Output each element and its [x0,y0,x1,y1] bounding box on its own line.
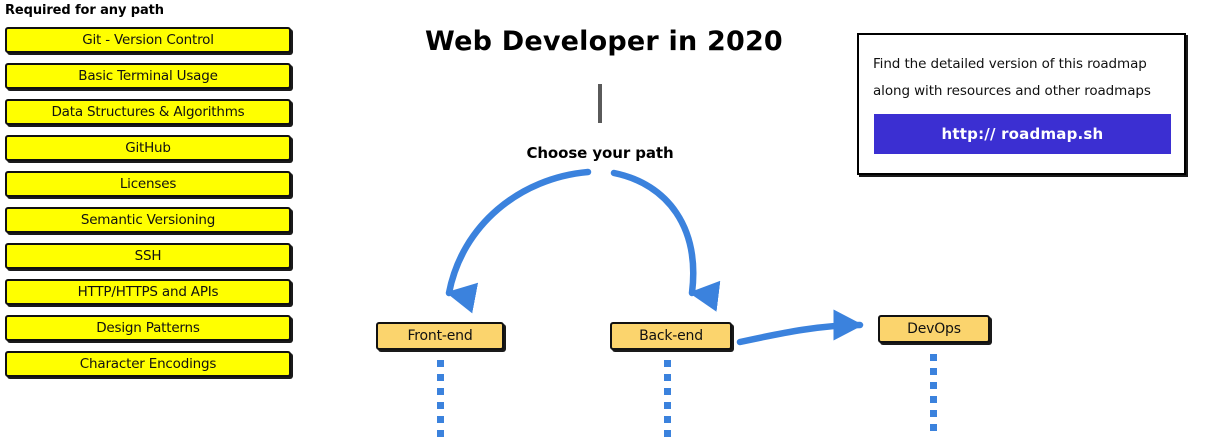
trail-dot [664,416,671,423]
required-item-label: Git - Version Control [82,32,214,48]
required-item-git[interactable]: Git - Version Control [5,27,291,53]
title-stem-connector [598,84,602,123]
trail-dot [930,368,937,375]
required-item-basic-terminal-usage[interactable]: Basic Terminal Usage [5,63,291,89]
trail-dot [437,360,444,367]
dotted-trail-back-end [664,360,671,444]
info-card-line-2: along with resources and other roadmaps [873,83,1151,99]
detailed-version-info-card: Find the detailed version of this roadma… [857,33,1186,175]
dotted-trail-devops [930,354,937,438]
trail-dot [930,410,937,417]
roadmap-sh-link-label: http:// roadmap.sh [941,125,1104,143]
required-item-semantic-versioning[interactable]: Semantic Versioning [5,207,291,233]
trail-dot [930,396,937,403]
path-box-label: DevOps [907,321,961,337]
path-box-front-end[interactable]: Front-end [376,322,504,350]
required-item-label: Semantic Versioning [80,212,216,228]
trail-dot [930,382,937,389]
path-box-devops[interactable]: DevOps [878,315,990,343]
roadmap-sh-link-button[interactable]: http:// roadmap.sh [874,114,1171,154]
required-item-label: SSH [134,248,162,264]
arrow-to-backend [610,169,721,312]
required-item-http-https-apis[interactable]: HTTP/HTTPS and APIs [5,279,291,305]
dotted-trail-front-end [437,360,444,444]
trail-dot [930,354,937,361]
arrow-backend-to-devops [736,309,864,346]
required-item-label: HTTP/HTTPS and APIs [77,284,219,300]
required-for-any-path-section: Required for any path Git - Version Cont… [5,0,291,387]
choose-your-path-label: Choose your path [526,144,674,162]
required-item-label: Basic Terminal Usage [78,68,218,84]
required-item-design-patterns[interactable]: Design Patterns [5,315,291,341]
required-item-github[interactable]: GitHub [5,135,291,161]
required-item-label: Data Structures & Algorithms [51,104,245,120]
path-box-label: Back-end [639,328,703,344]
trail-dot [664,360,671,367]
required-item-label: Character Encodings [79,356,217,372]
required-item-label: Design Patterns [96,320,200,336]
required-section-heading: Required for any path [5,3,164,18]
trail-dot [664,388,671,395]
trail-dot [437,374,444,381]
trail-dot [437,416,444,423]
arrow-to-frontend [445,168,592,314]
required-item-licenses[interactable]: Licenses [5,171,291,197]
required-item-label: Licenses [119,176,177,192]
trail-dot [437,402,444,409]
required-item-character-encodings[interactable]: Character Encodings [5,351,291,377]
info-card-line-1: Find the detailed version of this roadma… [873,56,1147,72]
path-box-back-end[interactable]: Back-end [610,322,732,350]
required-item-ssh[interactable]: SSH [5,243,291,269]
trail-dot [664,430,671,437]
path-box-label: Front-end [407,328,473,344]
required-item-data-structures-algorithms[interactable]: Data Structures & Algorithms [5,99,291,125]
trail-dot [437,388,444,395]
trail-dot [664,402,671,409]
required-item-label: GitHub [125,140,171,156]
page-title: Web Developer in 2020 [425,26,783,57]
trail-dot [664,374,671,381]
trail-dot [930,424,937,431]
trail-dot [437,430,444,437]
